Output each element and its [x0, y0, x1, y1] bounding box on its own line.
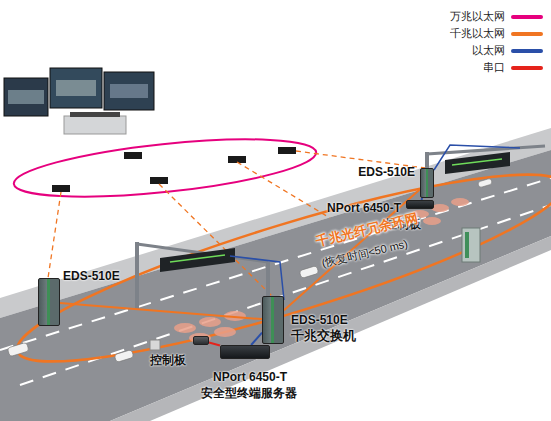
sign-wire: [434, 145, 520, 170]
device-label: EDS-510E: [358, 165, 415, 179]
legend-text: 串口: [483, 60, 505, 75]
device-label: 千兆交换机: [291, 329, 356, 343]
control-board: 控制板: [193, 336, 209, 345]
legend-text: 万兆以太网: [450, 9, 505, 24]
legend-swatch: [511, 66, 543, 70]
legend-row: 千兆以太网: [450, 25, 543, 42]
switch-device: EDS-510E千兆交换机: [262, 296, 284, 344]
road: [0, 150, 551, 421]
terminal-server: NPort 6450-T控制板: [406, 200, 434, 209]
device-label: EDS-510E: [291, 313, 348, 327]
terminal-server: NPort 6450-T安全型终端服务器: [220, 345, 270, 359]
network-link: [209, 343, 220, 346]
network-link: [251, 333, 262, 345]
legend-row: 串口: [450, 59, 543, 76]
device-label: 安全型终端服务器: [201, 386, 297, 400]
legend-swatch: [511, 15, 543, 19]
lane-line: [0, 178, 551, 350]
switch-device: EDS-510E: [420, 168, 434, 198]
roadside-cabinets: [150, 228, 480, 350]
legend-row: 万兆以太网: [450, 8, 543, 25]
legend-text: 以太网: [472, 43, 505, 58]
core-ring: [11, 128, 318, 208]
legend-text: 千兆以太网: [450, 26, 505, 41]
cars: [7, 178, 492, 362]
gantries: [137, 146, 545, 310]
uplink-lines: [48, 151, 425, 296]
legend-swatch: [511, 49, 543, 53]
legend-swatch: [511, 32, 543, 36]
legend-row: 以太网: [450, 42, 543, 59]
core-switches: [52, 147, 296, 192]
switch-device: EDS-510E: [38, 278, 60, 326]
detector-loops: [174, 198, 469, 343]
network-link: [60, 303, 262, 319]
network-link: [284, 189, 420, 310]
control-room: [4, 68, 154, 134]
device-label: EDS-510E: [63, 269, 120, 283]
device-label: NPort 6450-T: [213, 370, 287, 384]
sign-wire: [230, 256, 284, 300]
legend: 万兆以太网千兆以太网以太网串口: [450, 8, 543, 76]
device-label: NPort 6450-T: [327, 201, 401, 215]
road-edge: [110, 236, 551, 421]
fiber-ring: [5, 143, 551, 394]
device-label: 控制板: [150, 353, 186, 367]
